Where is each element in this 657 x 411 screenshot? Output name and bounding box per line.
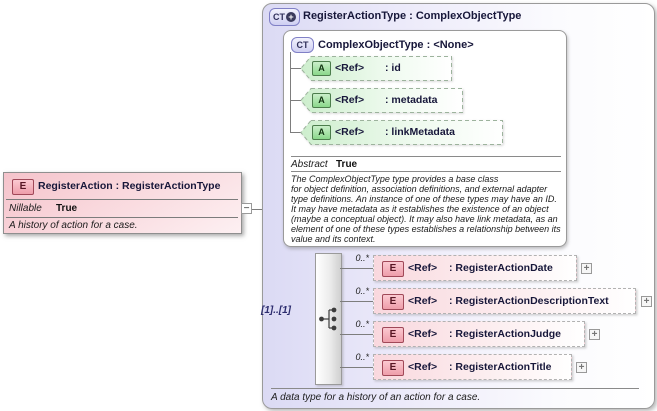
complex-type-icon: CT+ [269,8,300,26]
sequence-compositor[interactable] [315,253,342,385]
element-icon: E [382,294,404,310]
element-ref-registeractionjudge[interactable]: E <Ref> : RegisterActionJudge [373,321,585,347]
attribute-ref: <Ref> [335,126,365,138]
element-icon: E [382,327,404,343]
attribute-row-metadata[interactable]: A <Ref> : metadata [300,88,463,113]
attribute-row-id[interactable]: A <Ref> : id [300,56,452,81]
connector-line [252,209,270,210]
element-ref: <Ref> [408,295,438,307]
attribute-shape-outline [300,56,452,81]
annotation-divider [271,388,639,389]
element-ref-registeractiondate[interactable]: E <Ref> : RegisterActionDate [373,255,577,281]
element-connector [340,334,373,335]
element-ref: <Ref> [408,361,438,373]
occurs-label: 0..* [355,319,369,329]
attribute-ref: <Ref> [335,94,365,106]
plus-dot-icon: + [286,12,296,22]
element-ref: <Ref> [408,262,438,274]
element-declaration-box[interactable]: E RegisterAction : RegisterActionType Ni… [3,172,242,234]
occurs-label: 0..* [355,352,369,362]
element-title: RegisterAction : RegisterActionType [38,180,221,192]
element-connector [340,301,373,302]
element-name: : RegisterActionTitle [449,361,552,373]
abstract-divider [291,171,561,172]
base-type-title: ComplexObjectType : <None> [318,39,474,51]
element-icon: E [382,360,404,376]
complex-type-icon-label: CT [273,12,285,22]
complex-type-title: RegisterActionType : ComplexObjectType [303,10,522,22]
abstract-value: True [336,159,358,170]
attribute-connector [290,68,302,69]
sequence-cardinality: [1]..[1] [261,305,291,316]
base-type-icon-label: CT [296,40,309,50]
element-ref-registeractiondescriptiontext[interactable]: E <Ref> : RegisterActionDescriptionText [373,288,636,314]
element-ref-registeractiontitle[interactable]: E <Ref> : RegisterActionTitle [373,354,572,380]
attribute-shape-outline [300,120,503,145]
attribute-icon: A [312,61,331,76]
attribute-name: : id [385,62,401,74]
sequence-icon [319,307,337,331]
nillable-value: True [56,203,78,214]
attribute-connector [290,52,291,133]
occurs-label: 0..* [355,253,369,263]
attribute-icon: A [312,93,331,108]
attribute-row-linkmetadata[interactable]: A <Ref> : linkMetadata [300,120,503,145]
base-type-description: The ComplexObjectType type provides a ba… [291,174,561,244]
element-connector [340,268,373,269]
abstract-divider [291,156,561,157]
collapse-toggle[interactable]: − [241,203,252,214]
element-icon: E [382,261,404,277]
element-annotation: A history of action for a case. [9,220,138,231]
expand-toggle[interactable]: + [641,296,652,307]
element-icon: E [12,179,34,195]
complex-type-annotation: A data type for a history of an action f… [271,392,481,403]
expand-toggle[interactable]: + [576,362,587,373]
abstract-label: Abstract [291,159,328,170]
element-name: : RegisterActionJudge [449,328,562,340]
expand-toggle[interactable]: + [589,329,600,340]
attribute-name: : metadata [385,94,438,106]
attribute-ref: <Ref> [335,62,365,74]
element-connector [340,367,373,368]
element-ref: <Ref> [408,328,438,340]
element-name: : RegisterActionDescriptionText [449,295,609,307]
expand-toggle[interactable]: + [581,263,592,274]
occurs-label: 0..* [355,286,369,296]
row-divider [6,217,238,218]
element-name: : RegisterActionDate [449,262,553,274]
attribute-connector [290,100,302,101]
base-type-icon: CT [291,37,314,53]
attribute-name: : linkMetadata [385,126,456,138]
attribute-connector [290,132,302,133]
row-divider [6,199,238,200]
attribute-shape-outline [300,88,463,113]
attribute-icon: A [312,125,331,140]
nillable-label: Nillable [9,203,42,214]
